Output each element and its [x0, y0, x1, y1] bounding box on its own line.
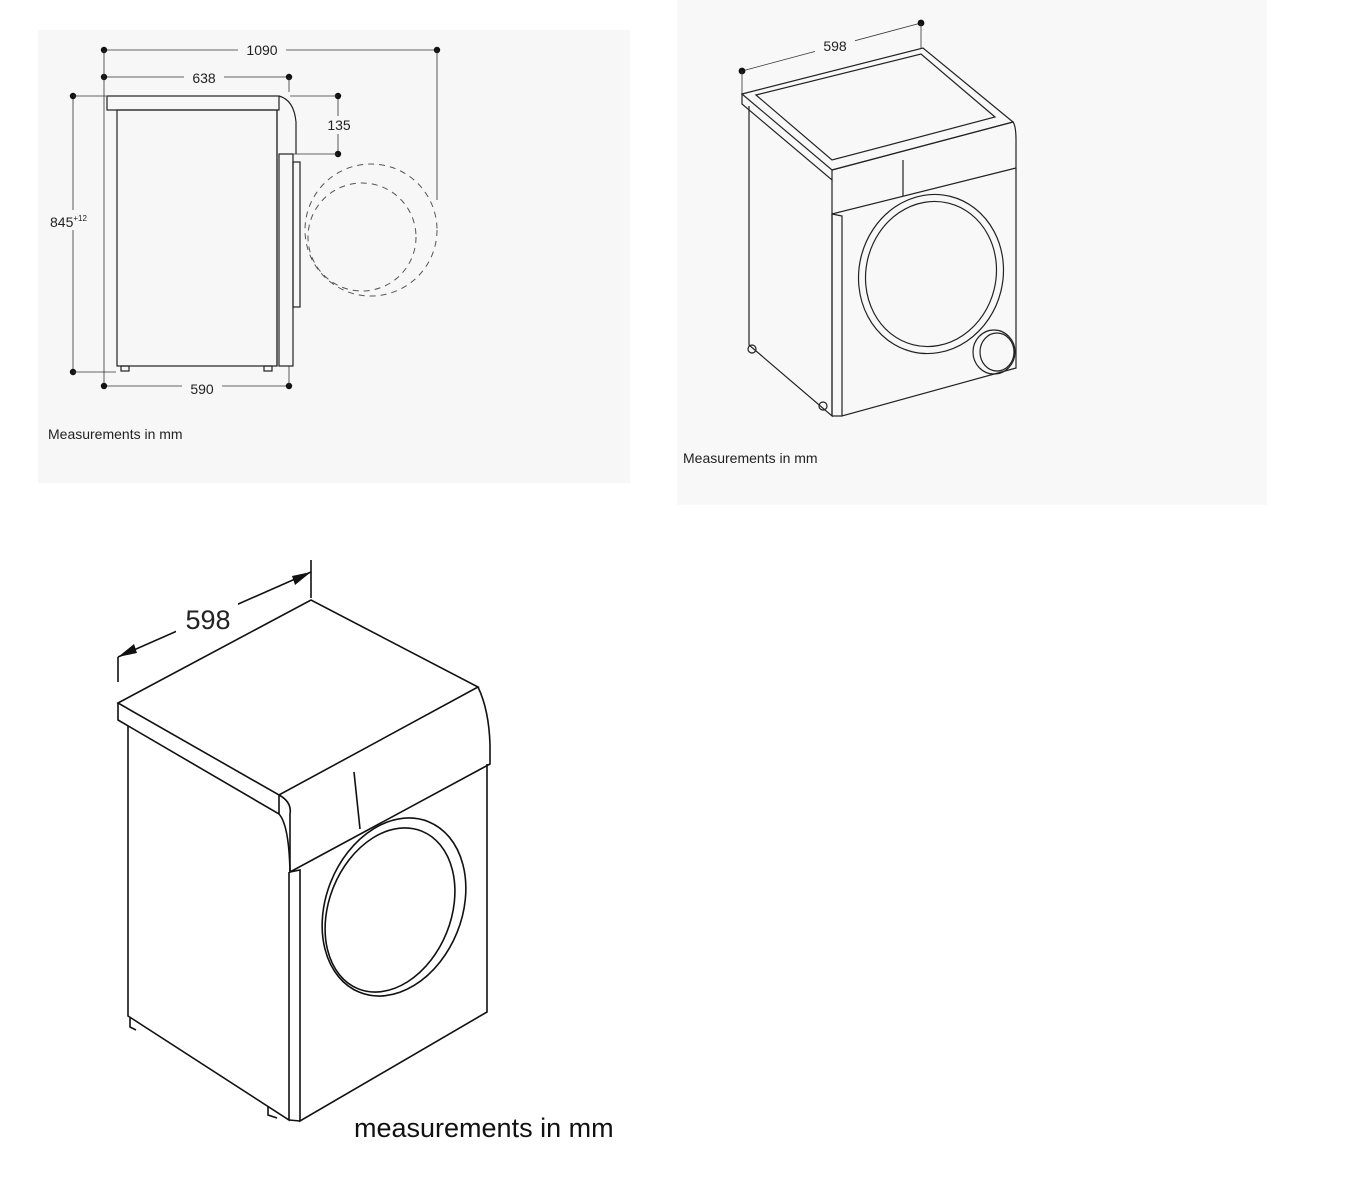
small-top-edge-side [741, 94, 833, 182]
large-body-front [289, 764, 488, 1123]
small-door-outer [857, 193, 1005, 355]
large-top-edge-side [117, 703, 280, 816]
large-door-outer [321, 817, 467, 997]
side-view-caption: Measurements in mm [48, 426, 183, 442]
door-offset-label: 135 [327, 117, 351, 133]
base-depth-label: 590 [190, 381, 214, 397]
large-width-label: 598 [185, 605, 230, 635]
depth-label: 638 [192, 70, 216, 86]
door-swing-outer-arc [304, 163, 438, 297]
door-edge [292, 161, 301, 308]
large-top-surface [116, 599, 480, 796]
side-view-drawing: 1090 638 845+12 135 [46, 42, 441, 397]
large-control-panel [278, 686, 491, 874]
machine-top-panel [106, 95, 280, 111]
height-label: 845+12 [50, 214, 87, 230]
small-width-label: 598 [823, 38, 847, 54]
isometric-large-panel: 598 measurements in mm [0, 540, 680, 1160]
small-body-side [748, 106, 833, 418]
large-caption: measurements in mm [354, 1113, 614, 1143]
door-swing-inner-arc [307, 182, 417, 292]
side-view-panel: 1090 638 845+12 135 [38, 30, 630, 483]
small-door-inner [864, 200, 998, 348]
isometric-small-drawing: 598 [738, 19, 1017, 418]
total-depth-label: 1090 [246, 42, 277, 58]
small-control-panel [831, 121, 1017, 215]
small-caption: Measurements in mm [683, 450, 818, 466]
machine-body-side [116, 109, 278, 367]
small-filter-hatch [972, 329, 1016, 375]
isometric-large-drawing: 598 [116, 560, 491, 1123]
machine-front-curve [278, 95, 297, 154]
machine-front-panel [278, 153, 294, 367]
isometric-small-panel: 598 Measurements in mm [677, 0, 1267, 505]
large-door-inner [324, 827, 456, 993]
small-top-surface [740, 47, 1015, 171]
small-top-inset [754, 53, 997, 161]
large-body-side [127, 726, 290, 1122]
